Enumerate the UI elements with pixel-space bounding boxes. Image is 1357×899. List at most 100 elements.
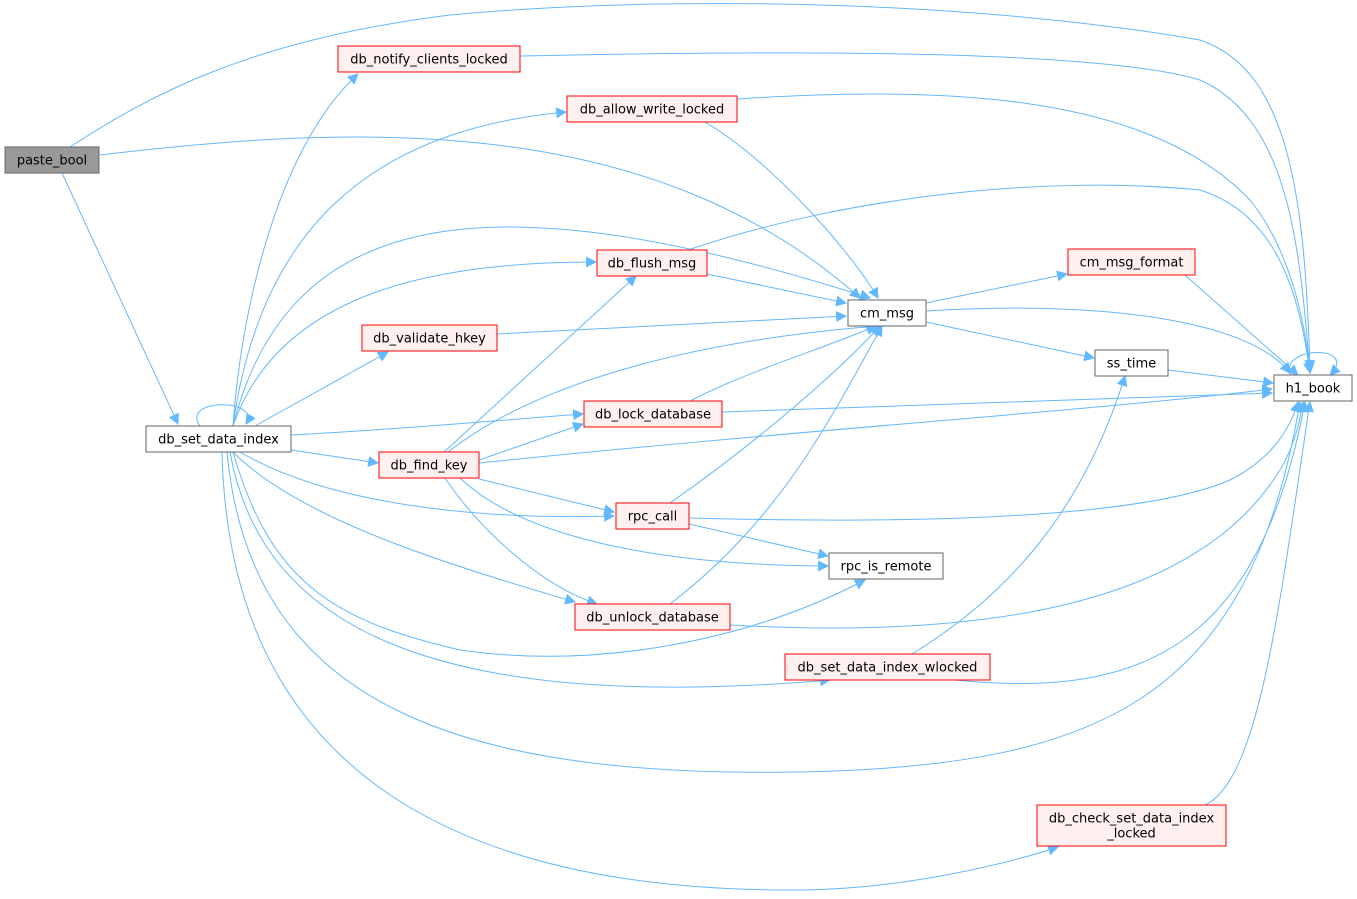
node-box-db_find_key — [378, 451, 480, 479]
node-box-db_flush_msg — [596, 249, 708, 277]
node-cm_msg[interactable]: cm_msg — [847, 299, 927, 327]
node-label-db_lock_database: db_lock_database — [595, 408, 711, 423]
edge-db_find_key-to-rpc_is_remote — [459, 477, 830, 572]
node-box-rpc_is_remote — [828, 552, 944, 580]
node-box-ss_time — [1094, 349, 1169, 377]
edge-paste_bool-to-cm_msg — [99, 136, 861, 299]
edge-db_set_data_index-to-rpc_call — [239, 451, 616, 522]
edge-h1_book-to-h1_book — [1288, 352, 1341, 376]
node-box-db_notify_clients_locked — [337, 45, 521, 73]
edge-db_find_key-to-db_unlock_database — [444, 477, 599, 607]
edge-db_find_key-to-db_flush_msg — [443, 275, 637, 453]
edge-db_unlock_database-to-cm_msg — [669, 325, 883, 605]
node-ss_time[interactable]: ss_time — [1094, 349, 1169, 377]
edge-db_set_data_index-to-db_notify_clients_locked — [232, 73, 359, 427]
node-h1_book[interactable]: h1_book — [1273, 374, 1353, 402]
edge-db_unlock_database-to-h1_book — [729, 400, 1307, 629]
edge-db_set_data_index-to-db_set_data_index — [196, 404, 256, 427]
node-label-rpc_call: rpc_call — [628, 510, 678, 525]
edge-db_set_data_index-to-db_lock_database — [290, 409, 585, 436]
node-box-db_check_set_data_index_locked — [1036, 804, 1227, 847]
edge-db_set_data_index-to-db_find_key — [290, 449, 380, 467]
edge-rpc_call-to-rpc_is_remote — [688, 523, 830, 560]
edge-db_flush_msg-to-h1_book — [687, 184, 1315, 375]
edge-rpc_call-to-h1_book — [688, 400, 1301, 521]
node-db_unlock_database[interactable]: db_unlock_database — [574, 603, 731, 631]
node-db_allow_write_locked[interactable]: db_allow_write_locked — [566, 95, 738, 123]
nodes-layer: paste_bool db_set_data_index db_notify_cli… — [4, 45, 1353, 847]
edge-db_set_data_index-to-db_check_set_data_index_locked — [221, 451, 1060, 891]
edge-db_find_key-to-h1_book — [478, 384, 1274, 464]
edge-cm_msg-to-cm_msg_format — [925, 270, 1069, 304]
edge-db_set_data_index-to-h1_book — [226, 400, 1304, 773]
edge-db_notify_clients_locked-to-h1_book — [519, 52, 1315, 375]
edges-layer — [61, 2, 1341, 891]
node-box-rpc_call — [615, 502, 690, 530]
node-label-db_set_data_index_wlocked: db_set_data_index_wlocked — [798, 661, 978, 676]
edge-paste_bool-to-h1_book — [69, 2, 1316, 372]
node-db_set_data_index[interactable]: db_set_data_index — [145, 425, 292, 453]
node-db_find_key[interactable]: db_find_key — [378, 451, 480, 479]
node-db_notify_clients_locked[interactable]: db_notify_clients_locked — [337, 45, 521, 73]
node-db_lock_database[interactable]: db_lock_database — [583, 400, 723, 428]
node-paste_bool[interactable]: paste_bool — [4, 146, 100, 174]
node-box-db_lock_database — [583, 400, 723, 428]
edge-db_validate_hkey-to-cm_msg — [496, 311, 848, 335]
edge-paste_bool-to-db_set_data_index — [61, 172, 179, 425]
node-box-cm_msg_format — [1067, 248, 1196, 276]
node-label-db_flush_msg: db_flush_msg — [608, 257, 697, 272]
edge-db_lock_database-to-cm_msg — [689, 324, 878, 402]
node-box-db_validate_hkey — [361, 324, 498, 352]
node-label-paste_bool: paste_bool — [17, 154, 87, 169]
edge-db_check_set_data_index_locked-to-h1_book — [1204, 400, 1314, 806]
edge-db_allow_write_locked-to-h1_book — [736, 93, 1315, 375]
edge-rpc_call-to-cm_msg — [669, 325, 881, 504]
node-db_flush_msg[interactable]: db_flush_msg — [596, 249, 708, 277]
node-label-cm_msg: cm_msg — [860, 307, 914, 322]
edge-db_set_data_index-to-db_unlock_database — [232, 451, 577, 605]
node-label-db_allow_write_locked: db_allow_write_locked — [580, 103, 725, 118]
node-box-db_set_data_index — [145, 425, 292, 453]
node-label-db_notify_clients_locked: db_notify_clients_locked — [350, 53, 507, 68]
edge-db_set_data_index_wlocked-to-h1_book — [954, 400, 1309, 685]
edge-db_set_data_index-to-cm_msg — [232, 226, 872, 427]
node-label-ss_time: ss_time — [1107, 357, 1156, 372]
edge-db_set_data_index-to-rpc_is_remote — [232, 451, 866, 657]
node-db_check_set_data_index_locked[interactable]: db_check_set_data_index_locked — [1036, 804, 1227, 847]
node-label-db_check_set_data_index_locked-line1: db_check_set_data_index — [1049, 812, 1215, 827]
node-db_set_data_index_wlocked[interactable]: db_set_data_index_wlocked — [784, 653, 991, 681]
node-box-db_allow_write_locked — [566, 95, 738, 123]
node-label-cm_msg_format: cm_msg_format — [1080, 256, 1184, 271]
node-box-paste_bool — [4, 146, 100, 174]
edge-db_find_key-to-rpc_call — [478, 478, 616, 515]
node-box-db_set_data_index_wlocked — [784, 653, 991, 681]
edge-db_allow_write_locked-to-cm_msg — [704, 121, 879, 299]
edge-db_find_key-to-cm_msg — [447, 321, 880, 453]
edge-cm_msg-to-h1_book — [925, 307, 1291, 374]
node-rpc_is_remote[interactable]: rpc_is_remote — [828, 552, 944, 580]
node-label-rpc_is_remote: rpc_is_remote — [841, 560, 932, 575]
node-label-db_find_key: db_find_key — [391, 459, 468, 474]
node-cm_msg_format[interactable]: cm_msg_format — [1067, 248, 1196, 276]
edge-db_set_data_index-to-db_validate_hkey — [254, 351, 389, 427]
node-rpc_call[interactable]: rpc_call — [615, 502, 690, 530]
node-box-cm_msg — [847, 299, 927, 327]
edge-db_lock_database-to-h1_book — [721, 387, 1274, 413]
node-label-db_set_data_index: db_set_data_index — [158, 433, 279, 448]
edge-db_set_data_index_wlocked-to-ss_time — [911, 374, 1128, 655]
edge-db_set_data_index-to-db_allow_write_locked — [232, 107, 568, 427]
node-label-h1_book: h1_book — [1286, 382, 1341, 397]
edge-db_set_data_index-to-db_set_data_index_wlocked — [229, 451, 832, 688]
node-label-db_validate_hkey: db_validate_hkey — [373, 332, 486, 347]
node-box-h1_book — [1273, 374, 1353, 402]
edge-db_set_data_index-to-db_flush_msg — [232, 256, 598, 427]
edge-cm_msg_format-to-h1_book — [1184, 274, 1299, 376]
edge-ss_time-to-h1_book — [1167, 369, 1275, 388]
node-db_validate_hkey[interactable]: db_validate_hkey — [361, 324, 498, 352]
edge-db_flush_msg-to-cm_msg — [706, 273, 848, 307]
node-box-db_unlock_database — [574, 603, 731, 631]
edge-cm_msg-to-ss_time — [925, 321, 1096, 362]
edge-db_find_key-to-db_lock_database — [478, 422, 585, 461]
node-label-db_check_set_data_index_locked-line2: _locked — [1106, 827, 1156, 842]
